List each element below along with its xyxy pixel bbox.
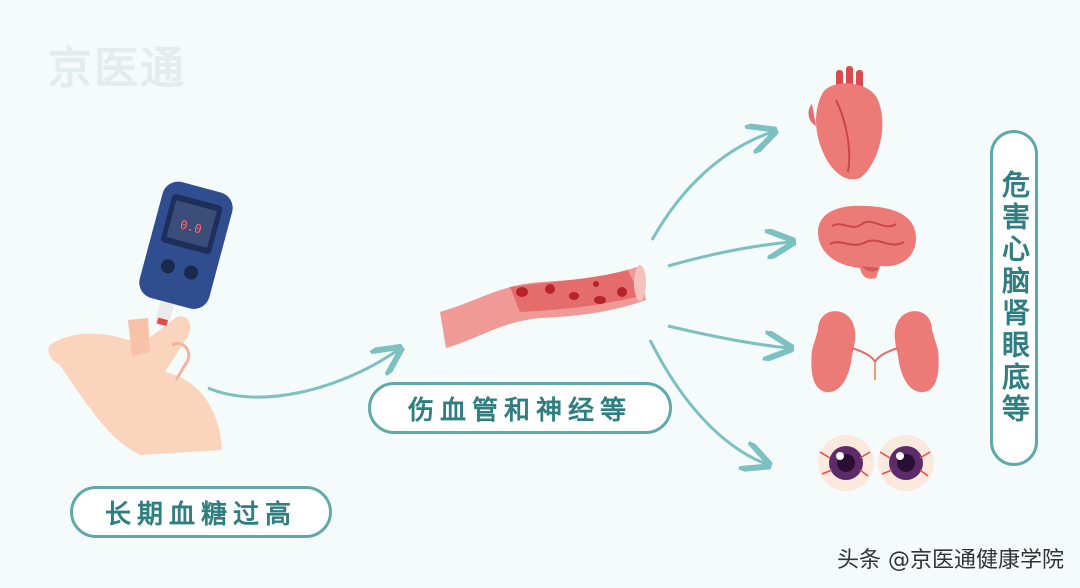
arrow-to-kidney <box>667 324 788 348</box>
damage-vessels-nerves-label: 伤血管和神经等 <box>368 382 672 434</box>
glucose-meter-icon: 0.0 <box>139 181 233 328</box>
brain-icon <box>818 205 916 279</box>
heart-icon <box>808 66 883 180</box>
footer-credit: 头条 @京医通健康学院 <box>837 548 1064 573</box>
high-blood-sugar-label: 长期血糖过高 <box>70 486 332 538</box>
kidneys-icon <box>811 311 939 393</box>
meter-display-reading: 0.0 <box>179 217 204 236</box>
blood-vessel-icon <box>440 265 646 348</box>
arrow-to-eyes <box>648 339 766 464</box>
eyes-icon <box>818 435 934 491</box>
watermark-logo: 京医通 <box>48 43 186 94</box>
arrow-to-vessel <box>207 350 398 399</box>
harm-organs-label: 危害心脑肾眼底等 <box>990 130 1038 466</box>
arrow-to-brain <box>667 242 790 268</box>
arrow-to-heart <box>650 132 772 241</box>
hand-illustration <box>48 316 222 455</box>
